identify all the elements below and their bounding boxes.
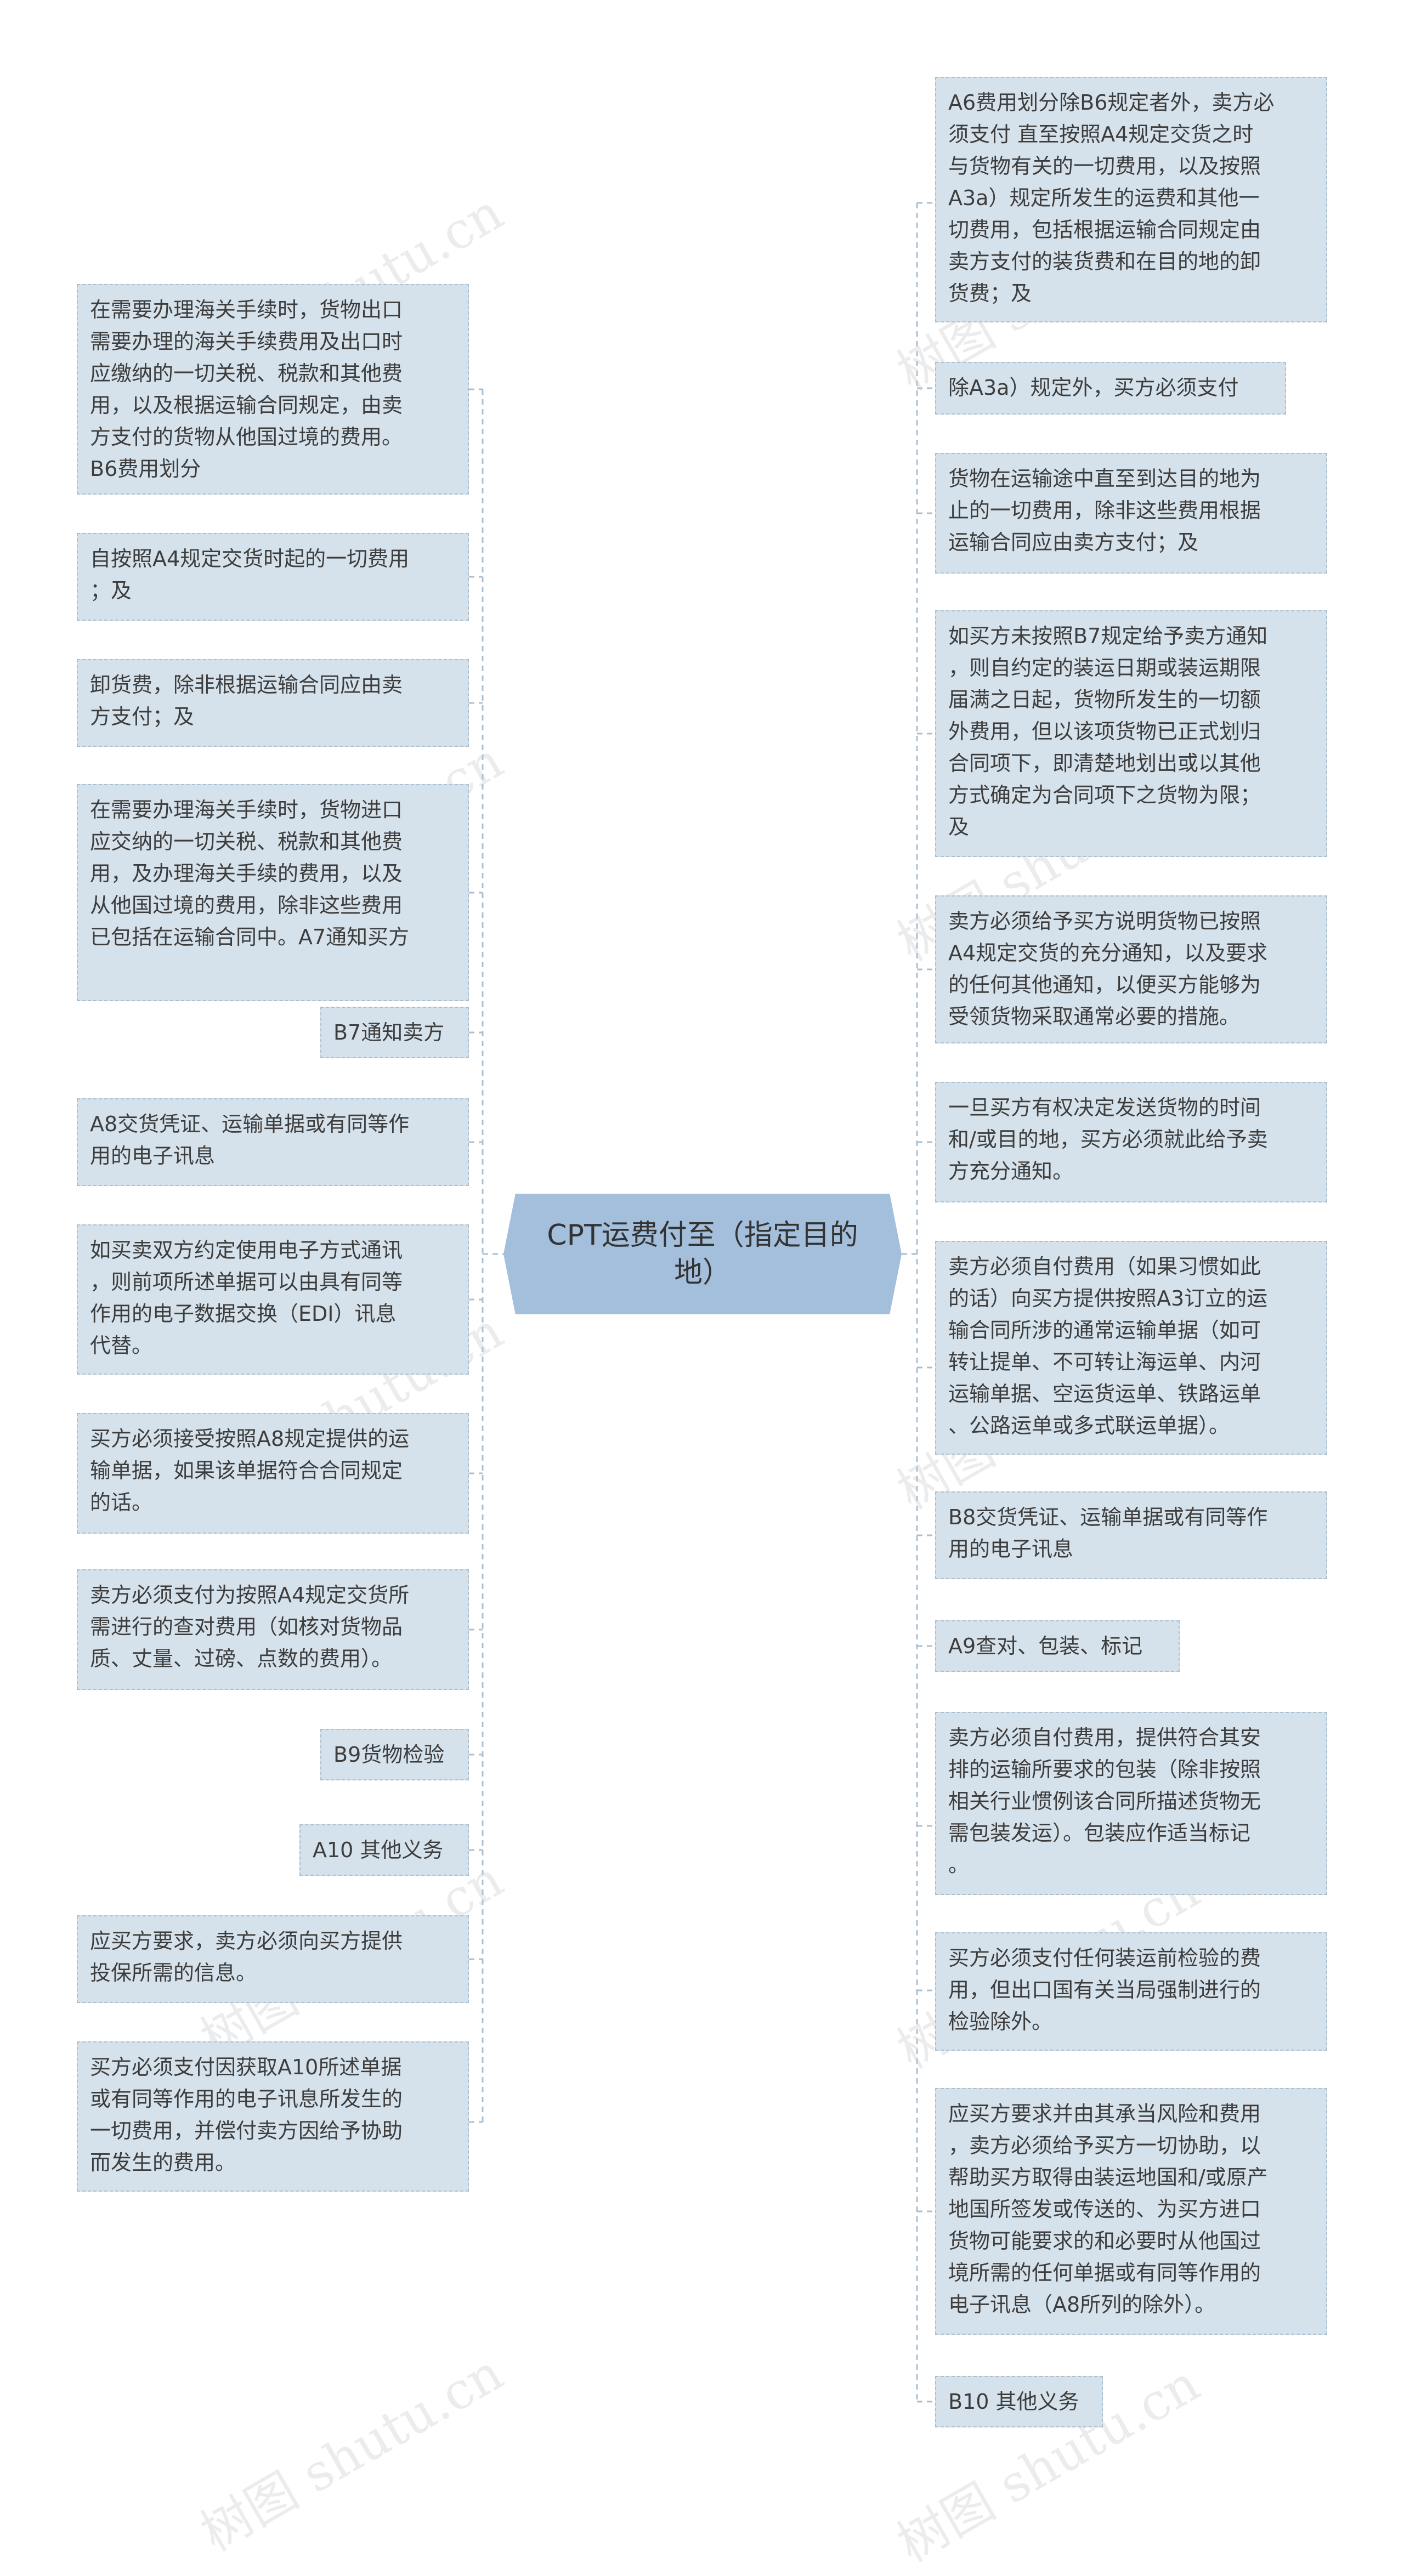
connector-lines — [469, 202, 935, 2403]
right-node-8[interactable]: B8交货凭证、运输单据或有同等作 用的电子讯息 — [935, 1491, 1327, 1579]
left-node-7[interactable]: 如买卖双方约定使用电子方式通讯 ，则前项所述单据可以由具有同等 作用的电子数据交… — [77, 1224, 469, 1375]
right-node-4[interactable]: 如买方未按照B7规定给予卖方通知 ，则自约定的装运日期或装运期限 届满之日起，货… — [935, 610, 1327, 857]
right-node-12[interactable]: 应买方要求并由其承当风险和费用 ，卖方必须给予买方一切协助，以 帮助买方取得由装… — [935, 2088, 1327, 2335]
left-node-9[interactable]: 卖方必须支付为按照A4规定交货所 需进行的查对费用（如核对货物品 质、丈量、过磅… — [77, 1569, 469, 1690]
left-node-1[interactable]: 在需要办理海关手续时，货物出口 需要办理的海关手续费用及出口时 应缴纳的一切关税… — [77, 284, 469, 495]
left-node-5[interactable]: B7通知卖方 — [320, 1007, 469, 1058]
left-node-13[interactable]: 买方必须支付因获取A10所述单据 或有同等作用的电子讯息所发生的 一切费用，并偿… — [77, 2041, 469, 2192]
right-node-13[interactable]: B10 其他义务 — [935, 2376, 1103, 2427]
right-node-9[interactable]: A9查对、包装、标记 — [935, 1620, 1180, 1672]
left-node-12[interactable]: 应买方要求，卖方必须向买方提供 投保所需的信息。 — [77, 1915, 469, 2003]
right-node-11[interactable]: 买方必须支付任何装运前检验的费 用，但出口国有关当局强制进行的 检验除外。 — [935, 1932, 1327, 2051]
right-node-5[interactable]: 卖方必须给予买方说明货物已按照 A4规定交货的充分通知，以及要求 的任何其他通知… — [935, 895, 1327, 1043]
left-node-11[interactable]: A10 其他义务 — [299, 1824, 469, 1876]
central-topic[interactable]: CPT运费付至（指定目的 地） — [503, 1194, 902, 1314]
left-node-4[interactable]: 在需要办理海关手续时，货物进口 应交纳的一切关税、税款和其他费 用，及办理海关手… — [77, 784, 469, 1001]
left-node-2[interactable]: 自按照A4规定交货时起的一切费用 ；及 — [77, 533, 469, 621]
left-node-3[interactable]: 卸货费，除非根据运输合同应由卖 方支付；及 — [77, 659, 469, 747]
right-node-3[interactable]: 货物在运输途中直至到达目的地为 止的一切费用，除非这些费用根据 运输合同应由卖方… — [935, 453, 1327, 574]
left-node-10[interactable]: B9货物检验 — [320, 1729, 469, 1780]
right-node-6[interactable]: 一旦买方有权决定发送货物的时间 和/或目的地，买方必须就此给予卖 方充分通知。 — [935, 1082, 1327, 1202]
right-node-10[interactable]: 卖方必须自付费用，提供符合其安 排的运输所要求的包装（除非按照 相关行业惯例该合… — [935, 1712, 1327, 1895]
left-node-8[interactable]: 买方必须接受按照A8规定提供的运 输单据，如果该单据符合合同规定 的话。 — [77, 1413, 469, 1534]
left-node-6[interactable]: A8交货凭证、运输单据或有同等作 用的电子讯息 — [77, 1098, 469, 1186]
right-node-7[interactable]: 卖方必须自付费用（如果习惯如此 的话）向买方提供按照A3订立的运 输合同所涉的通… — [935, 1241, 1327, 1455]
right-node-1[interactable]: A6费用划分除B6规定者外，卖方必 须支付 直至按照A4规定交货之时 与货物有关… — [935, 77, 1327, 322]
right-node-2[interactable]: 除A3a）规定外，买方必须支付 — [935, 362, 1286, 415]
